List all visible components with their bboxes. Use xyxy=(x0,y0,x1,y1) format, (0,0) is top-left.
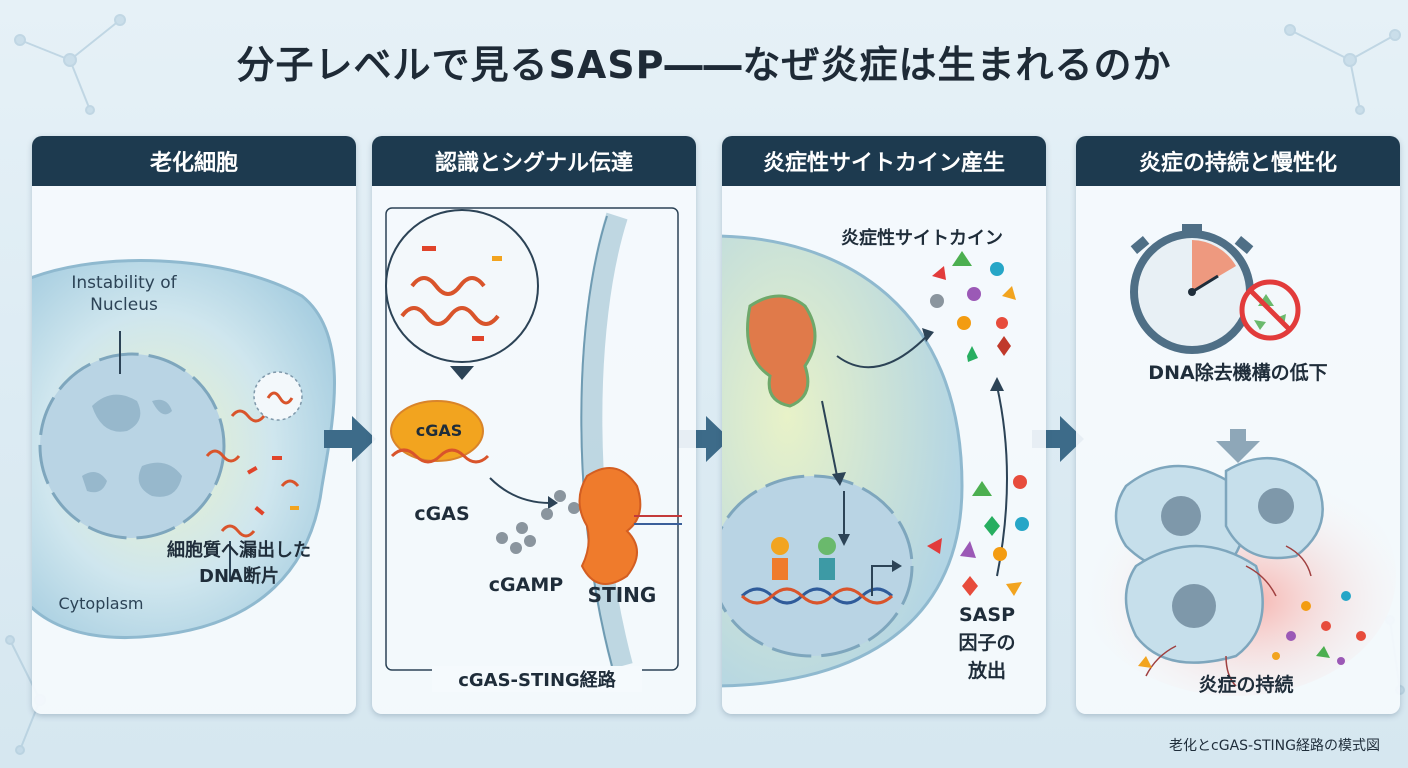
cytokine-production-illustration xyxy=(722,234,1029,688)
cgamp-label: cGAMP xyxy=(488,574,564,596)
sting-protein xyxy=(578,467,642,585)
panel-recognition-signaling: 認識とシグナル伝達 cGAS cGAS cGAMP STING cGAS-STI… xyxy=(372,136,696,714)
arrow-right-icon xyxy=(678,416,730,462)
cgas-protein xyxy=(390,400,484,462)
dna-removal-label: DNA除去機構の低下 xyxy=(1148,362,1328,384)
panel-cytokine-production: 炎症性サイトカイン産生 xyxy=(722,136,1046,714)
panel-senescent-cell: 老化細胞 xyxy=(32,136,356,714)
stopwatch-icon xyxy=(1130,224,1254,354)
senescent-cell-illustration xyxy=(32,259,336,639)
cgas-badge-label: cGAS xyxy=(415,421,463,440)
cell-nucleus xyxy=(722,474,914,658)
cytokine-label: 炎症性サイトカイン xyxy=(841,228,1003,249)
panel-heading: 認識とシグナル伝達 xyxy=(372,136,696,186)
receptor-protein xyxy=(746,294,817,408)
cgas-sting-illustration xyxy=(385,207,682,671)
dna-fragment-label: 細胞質へ漏出した DNA断片 xyxy=(167,540,311,587)
inflammatory-particles xyxy=(1138,591,1366,668)
nucleus-label: Instability of Nucleus xyxy=(71,273,177,315)
panel-heading: 老化細胞 xyxy=(32,136,356,186)
panel-heading: 炎症の持続と慢性化 xyxy=(1076,136,1400,186)
nucleus xyxy=(38,352,226,540)
recycle-prohibited-icon xyxy=(1239,279,1301,341)
sasp-release-label: SASP 因子の 放出 xyxy=(958,604,1016,682)
arrow-right-icon xyxy=(1032,416,1084,462)
cytokine-particles xyxy=(927,251,1029,596)
sting-label: STING xyxy=(587,583,657,607)
dna-fragments xyxy=(205,409,300,538)
chronic-inflammation-illustration xyxy=(1076,224,1396,696)
arrow-right-icon xyxy=(324,416,376,462)
cgas-label: cGAS xyxy=(414,503,470,525)
panel-chronic-inflammation: 炎症の持続と慢性化 xyxy=(1076,136,1400,714)
page-title: 分子レベルで見るSASP――なぜ炎症は生まれるのか xyxy=(236,43,1172,87)
panel-heading: 炎症性サイトカイン産生 xyxy=(722,136,1046,186)
cytoplasm-label: Cytoplasm xyxy=(58,594,144,613)
pathway-label: cGAS-STING経路 xyxy=(432,666,642,692)
figure-caption: 老化とcGAS-STING経路の模式図 xyxy=(1169,738,1380,754)
inflammation-persistence-label: 炎症の持続 xyxy=(1198,674,1294,696)
